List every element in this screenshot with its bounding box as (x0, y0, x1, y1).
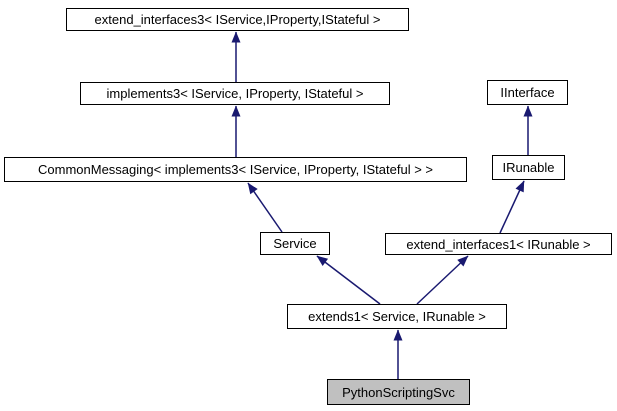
edge-extends1-to-service (316, 255, 381, 305)
edge-extends1-to-extend-interfaces1 (416, 255, 469, 305)
node-implements3[interactable]: implements3< IService, IProperty, IState… (80, 82, 390, 105)
edge-extend-interfaces1-to-irunable (499, 180, 525, 234)
node-service[interactable]: Service (260, 232, 330, 255)
node-extend-interfaces1[interactable]: extend_interfaces1< IRunable > (385, 233, 612, 255)
node-irunable[interactable]: IRunable (492, 155, 565, 180)
edge-service-to-common-messaging (247, 182, 283, 233)
node-python-scripting-svc: PythonScriptingSvc (327, 379, 470, 405)
node-extends1[interactable]: extends1< Service, IRunable > (287, 304, 507, 329)
node-extend-interfaces3[interactable]: extend_interfaces3< IService,IProperty,I… (66, 8, 409, 31)
node-common-messaging[interactable]: CommonMessaging< implements3< IService, … (4, 157, 467, 182)
node-iinterface[interactable]: IInterface (487, 80, 568, 105)
